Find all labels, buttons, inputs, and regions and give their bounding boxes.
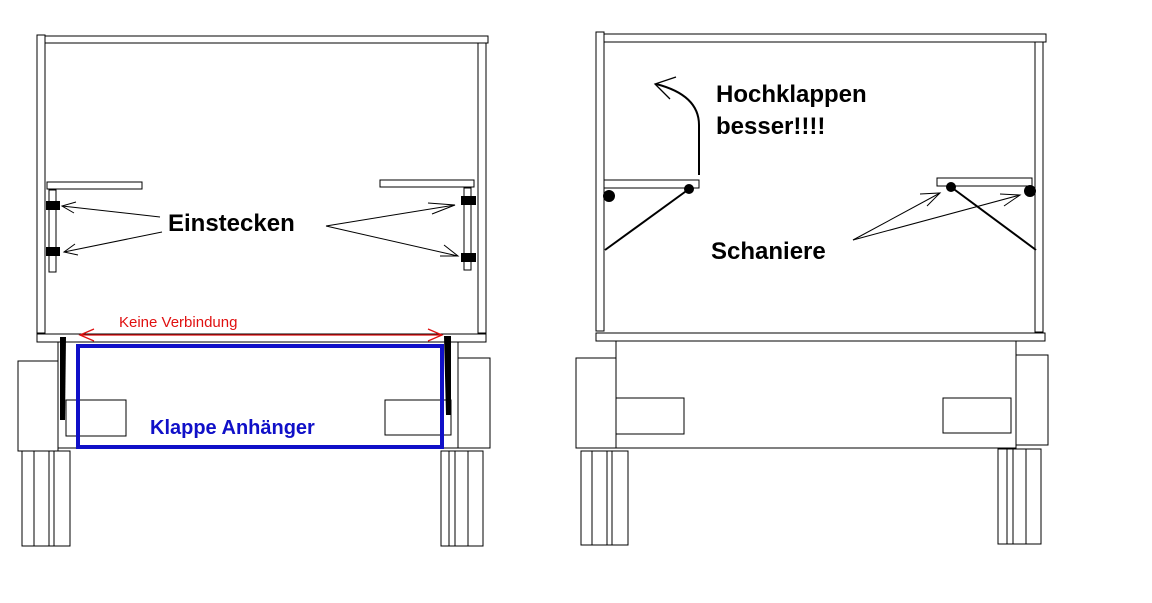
left-wheel-left: [21, 450, 71, 547]
schaniere-arrows: [852, 192, 1022, 241]
left-top-board: [44, 35, 489, 44]
right-fender-right: [1015, 354, 1049, 446]
left-shelf-right: [379, 179, 475, 188]
left-insert-post-right: [463, 187, 472, 271]
label-besser: besser!!!!: [716, 113, 825, 140]
hinge-dot-left-outer: [603, 190, 615, 202]
left-post-left: [36, 34, 46, 334]
label-einstecken: Einstecken: [168, 210, 295, 237]
right-lamp-left: [615, 397, 685, 435]
right-fender-left: [575, 357, 617, 449]
left-shelf-left: [46, 181, 143, 190]
right-shelf-left: [603, 179, 700, 189]
trailer-flap-outline: [76, 344, 444, 449]
right-post-left: [595, 31, 605, 332]
left-post-right: [477, 42, 487, 334]
right-wheel-left: [580, 450, 629, 546]
einstecken-arrows: [60, 201, 460, 257]
label-keine-verbindung: Keine Verbindung: [119, 314, 237, 331]
brace-right: [950, 186, 1037, 251]
left-hinge-bar-left: [60, 337, 66, 420]
left-insert-socket-top-left: [46, 201, 60, 210]
left-trailer-drawing: Einstecken Keine Verbindung Kla: [17, 34, 491, 547]
left-insert-socket-top-right: [461, 196, 476, 205]
right-trailer-drawing: Hochklappen besser!!!! Schaniere: [575, 31, 1049, 546]
right-floor-strip: [595, 332, 1046, 342]
left-insert-post-left: [48, 189, 57, 273]
right-top-board: [602, 33, 1047, 43]
keine-verbindung-arrow: [78, 328, 444, 342]
left-hinge-bar-right: [444, 336, 451, 415]
hochklappen-curved-arrow: [653, 76, 700, 175]
hinge-dot-right-outer: [1024, 185, 1036, 197]
left-fender-right: [457, 357, 491, 449]
right-shelf-right: [936, 177, 1033, 187]
right-wheel-right: [997, 448, 1042, 545]
label-klappe-anhaenger: Klappe Anhänger: [150, 417, 315, 439]
right-post-right: [1034, 41, 1044, 333]
left-lamp-left: [65, 399, 127, 437]
label-schaniere: Schaniere: [711, 238, 826, 265]
left-insert-socket-bottom-left: [46, 247, 60, 256]
left-wheel-right: [440, 450, 484, 547]
brace-left: [604, 188, 690, 251]
right-lamp-right: [942, 397, 1012, 434]
left-insert-socket-bottom-right: [461, 253, 476, 262]
label-hochklappen: Hochklappen: [716, 81, 867, 108]
left-fender-left: [17, 360, 59, 452]
